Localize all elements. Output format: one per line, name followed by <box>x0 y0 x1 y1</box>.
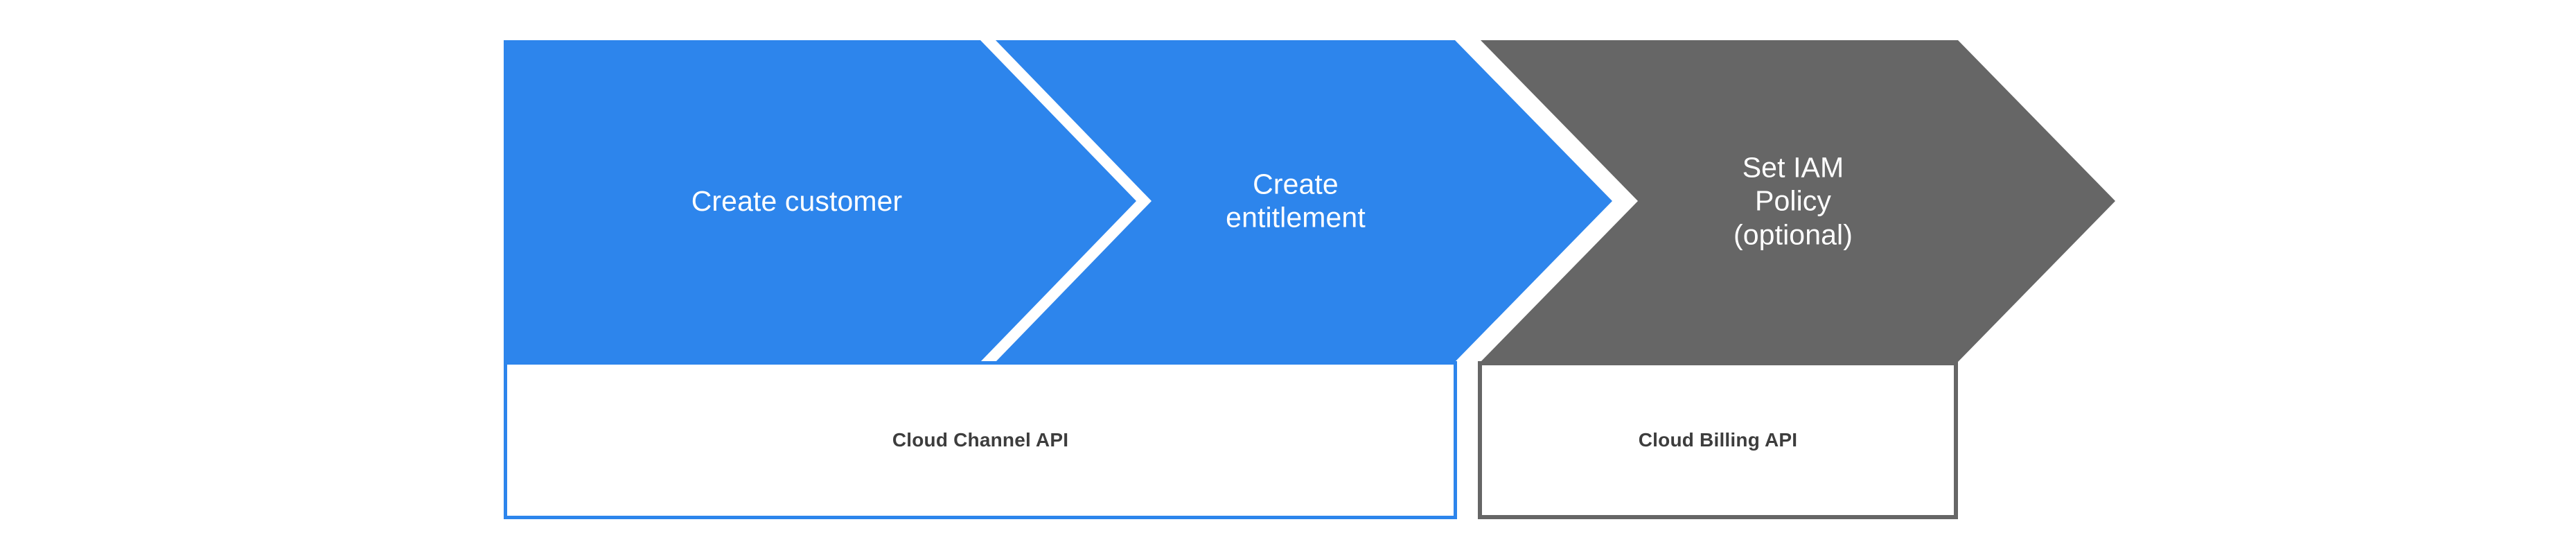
chevron-create-entitlement[interactable] <box>996 40 1612 362</box>
api-group-label-cloud-channel-api: Cloud Channel API <box>892 429 1069 451</box>
chevron-set-iam-policy[interactable] <box>1481 40 2115 362</box>
api-group-cloud-channel-api[interactable]: Cloud Channel API <box>504 361 1457 519</box>
api-group-label-cloud-billing-api: Cloud Billing API <box>1638 429 1798 451</box>
chevron-create-customer[interactable] <box>504 40 1136 362</box>
api-group-cloud-billing-api[interactable]: Cloud Billing API <box>1478 361 1958 519</box>
